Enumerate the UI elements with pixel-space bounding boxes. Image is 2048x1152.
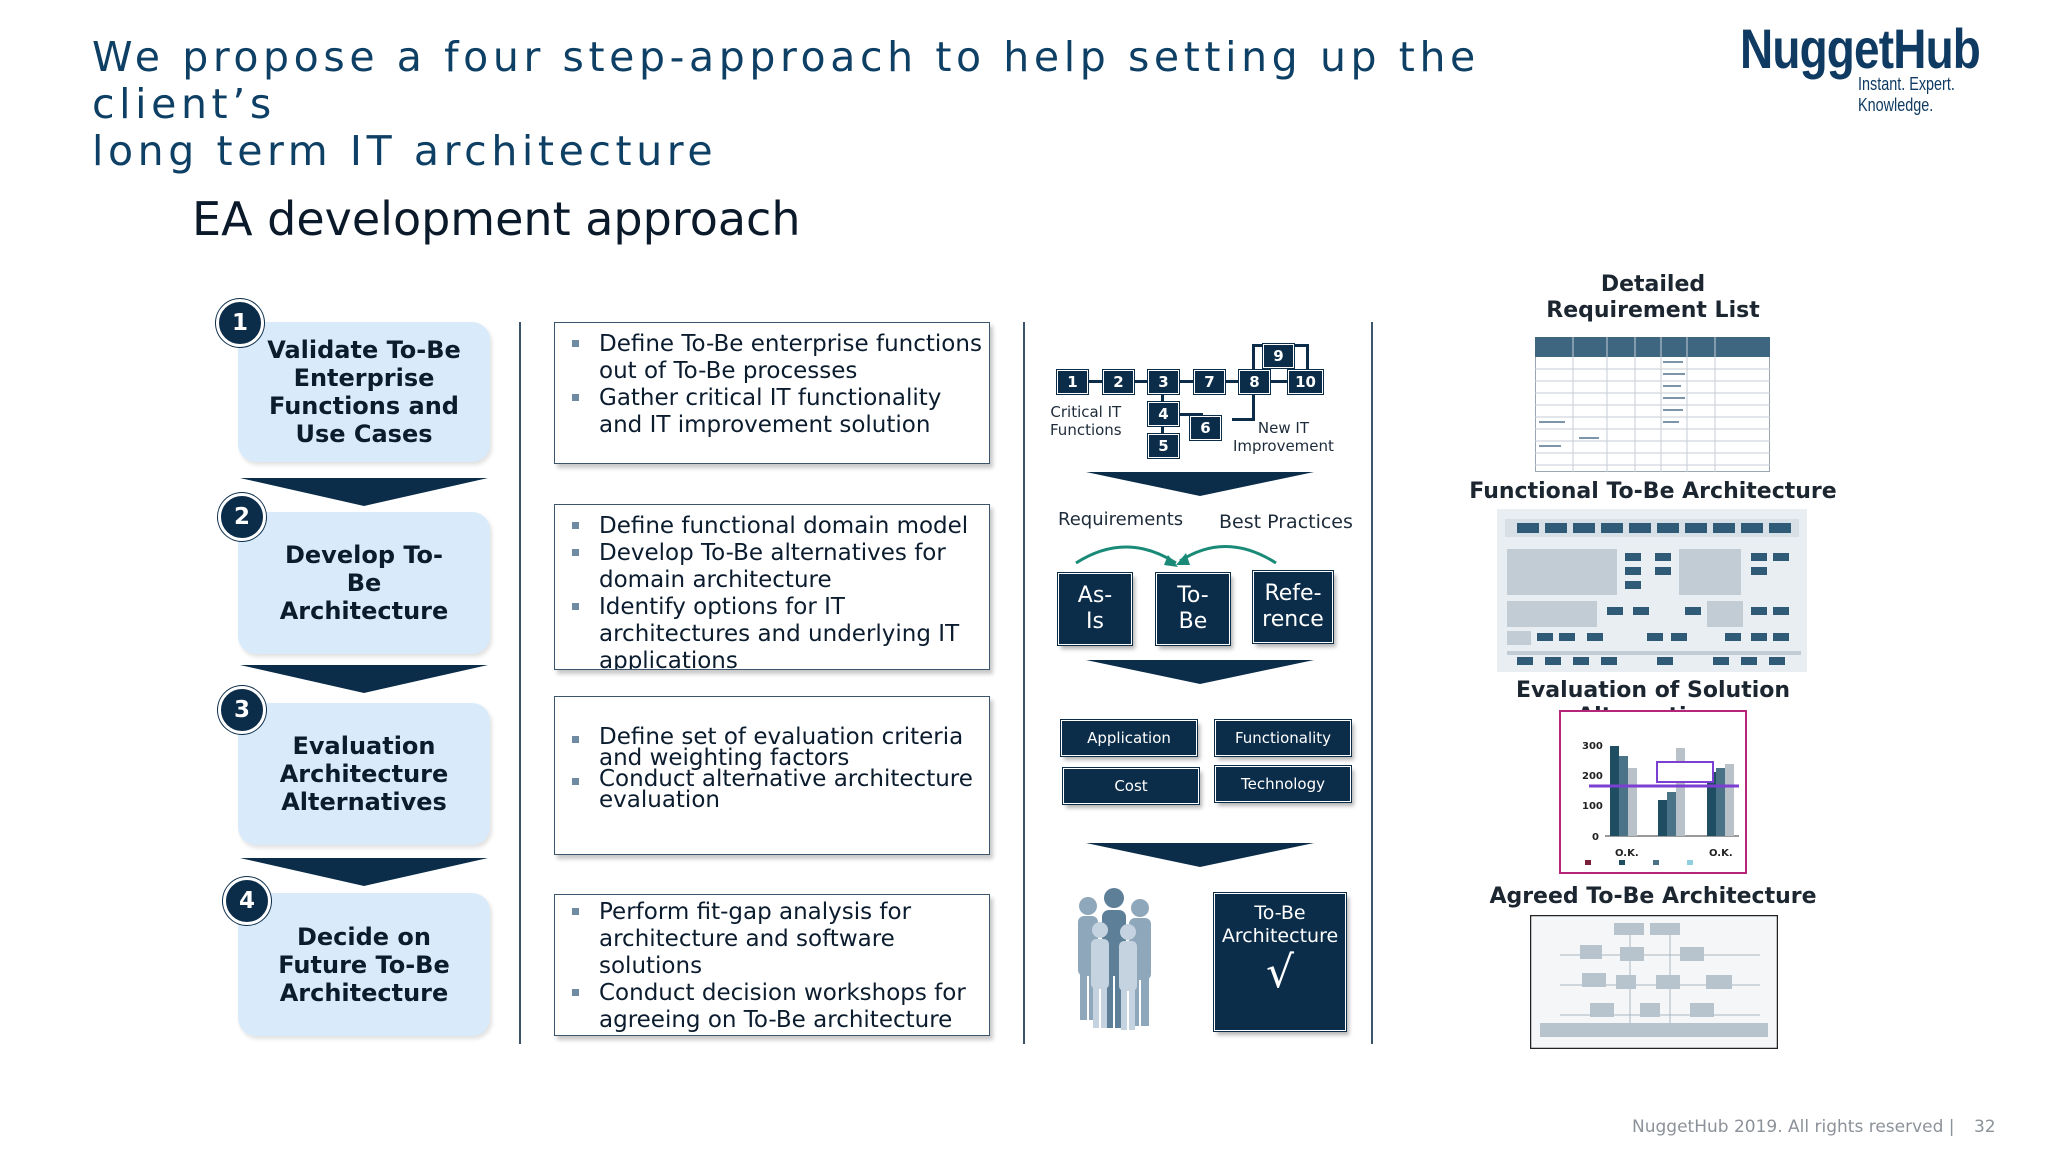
logo-tagline: Instant. Expert. Knowledge.: [1858, 74, 1955, 115]
function-box-9: 9: [1263, 344, 1294, 368]
slide-title: We propose a four step-approach to help …: [92, 33, 1480, 175]
step-arrow-down: [240, 858, 488, 886]
as-is-box: As- Is: [1057, 572, 1133, 646]
functional-architecture-thumbnail: [1497, 509, 1807, 672]
bullet-item: Define To-Be enterprise functions out of…: [572, 331, 989, 385]
step-2-box: Develop To-Be Architecture: [238, 512, 490, 654]
detailed-requirement-list-title: Detailed Requirement List: [1546, 272, 1760, 323]
functional-architecture-title: Functional To-Be Architecture: [1469, 479, 1837, 504]
svg-text:200: 200: [1582, 771, 1603, 782]
step-1-number: 1: [216, 299, 264, 347]
section-subtitle: EA development approach: [192, 192, 801, 246]
step-arrow-down: [240, 478, 488, 506]
cost-criterion: Cost: [1062, 767, 1200, 805]
requirement-list-thumbnail: [1535, 337, 1770, 472]
step-4-number: 4: [223, 877, 271, 925]
evaluation-mini-chart: 300 200 100 0 O.K. O.K.: [1559, 710, 1747, 874]
flow-arrow-down: [1086, 660, 1314, 684]
step-4-box: Decide on Future To-Be Architecture: [238, 893, 490, 1036]
new-it-label: New IT Improvement: [1233, 419, 1334, 455]
requirements-label: Requirements: [1058, 509, 1184, 530]
step-2-bullets: Define functional domain model Develop T…: [554, 504, 990, 670]
checkmark-icon: √: [1265, 947, 1295, 998]
function-box-7: 7: [1194, 370, 1225, 394]
copyright-text: NuggetHub 2019. All rights reserved |: [1632, 1117, 1955, 1137]
function-box-10: 10: [1288, 370, 1323, 394]
flow-arrow-down: [1086, 843, 1314, 867]
step-3-box: Evaluation Architecture Alternatives: [238, 703, 490, 845]
to-be-architecture-box: To-Be Architecture √: [1213, 892, 1347, 1032]
svg-text:0: 0: [1592, 832, 1599, 843]
to-be-box: To- Be: [1155, 572, 1231, 646]
bullet-item: Define functional domain model: [572, 513, 989, 540]
column-divider: [519, 322, 521, 1044]
bullet-item: Conduct alternative architecture evaluat…: [572, 768, 989, 812]
agreed-architecture-thumbnail: [1530, 915, 1778, 1049]
step-3-bullets: Define set of evaluation criteria and we…: [554, 696, 990, 855]
function-box-5: 5: [1148, 434, 1179, 458]
critical-it-label: Critical IT Functions: [1050, 403, 1122, 439]
people-group-icon: [1078, 888, 1151, 1030]
step-1-box: Validate To-Be Enterprise Functions and …: [238, 322, 490, 462]
bullet-item: Perform fit-gap analysis for architectur…: [572, 899, 989, 980]
page-number: 32: [1973, 1117, 1996, 1137]
flow-arrow-down: [1086, 472, 1314, 496]
function-box-4: 4: [1148, 402, 1179, 426]
step-arrow-down: [240, 665, 488, 693]
svg-text:O.K.: O.K.: [1709, 848, 1733, 859]
svg-text:O.K.: O.K.: [1615, 848, 1639, 859]
bullet-item: Identify options for IT architectures an…: [572, 594, 989, 669]
svg-text:300: 300: [1582, 741, 1603, 752]
functionality-criterion: Functionality: [1214, 719, 1352, 757]
column-divider: [1023, 322, 1025, 1044]
best-practices-label: Best Practices: [1219, 511, 1353, 533]
agreed-architecture-title: Agreed To-Be Architecture: [1489, 884, 1817, 909]
bullet-item: Define set of evaluation criteria and we…: [572, 726, 989, 770]
svg-text:100: 100: [1582, 801, 1603, 812]
function-box-1: 1: [1057, 370, 1088, 394]
application-criterion: Application: [1060, 719, 1198, 757]
function-box-2: 2: [1103, 370, 1134, 394]
function-box-3: 3: [1148, 370, 1179, 394]
step-1-bullets: Define To-Be enterprise functions out of…: [554, 322, 990, 464]
bullet-item: Develop To-Be alternatives for domain ar…: [572, 540, 989, 594]
column-divider: [1371, 322, 1373, 1044]
function-box-6: 6: [1190, 416, 1221, 440]
function-box-8: 8: [1239, 370, 1270, 394]
reference-box: Refe- rence: [1252, 570, 1334, 644]
logo: NuggetHub: [1740, 17, 1981, 80]
technology-criterion: Technology: [1214, 765, 1352, 803]
curved-arrows: [1075, 545, 1277, 567]
step-2-number: 2: [218, 493, 266, 541]
footer: NuggetHub 2019. All rights reserved | 32: [1632, 1117, 1996, 1137]
to-be-architecture-label: To-Be Architecture: [1221, 902, 1339, 947]
bullet-item: Gather critical IT functionality and IT …: [572, 385, 989, 439]
step-4-bullets: Perform fit-gap analysis for architectur…: [554, 894, 990, 1036]
step-3-number: 3: [218, 686, 266, 734]
bullet-item: Conduct decision workshops for agreeing …: [572, 980, 989, 1034]
